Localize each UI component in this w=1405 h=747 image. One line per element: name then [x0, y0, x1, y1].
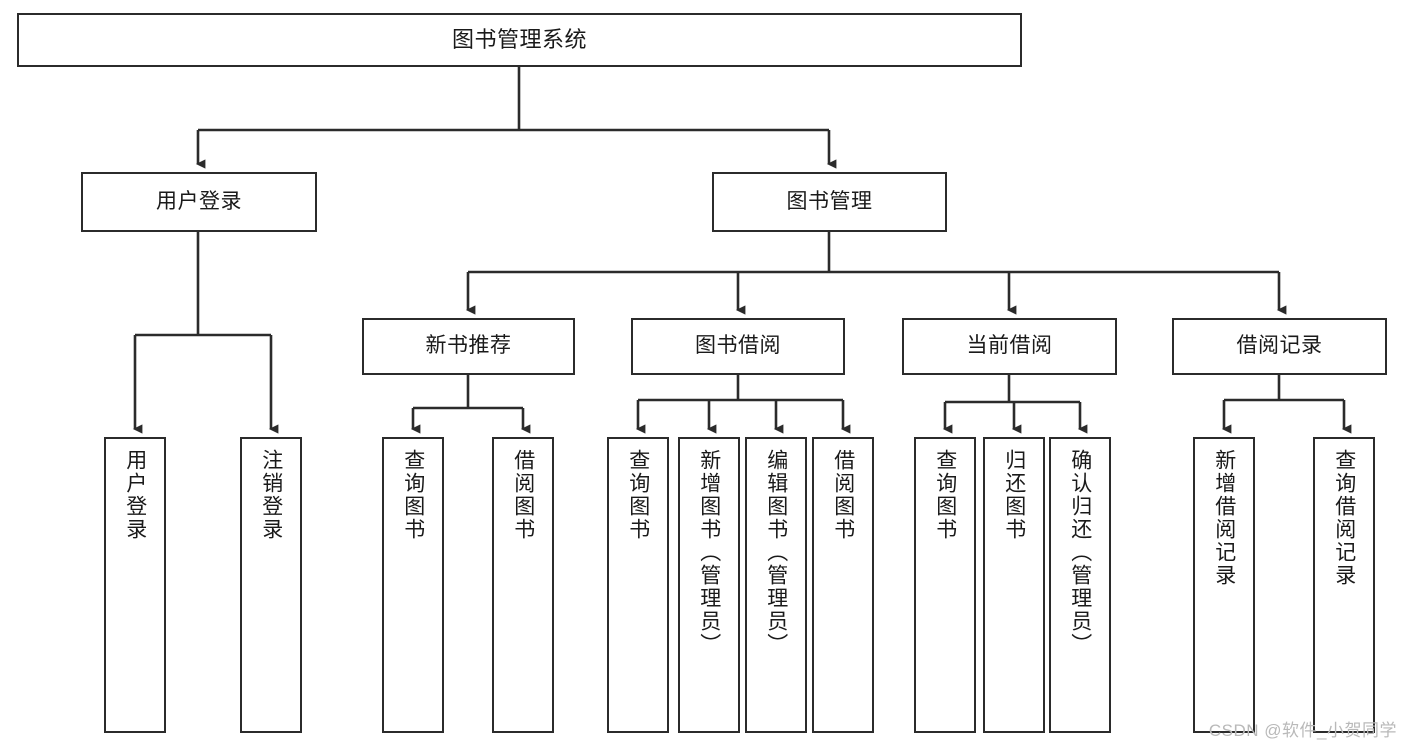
- node-label: 新书推荐: [425, 334, 512, 358]
- node-book-borrow[interactable]: 图书借阅: [631, 318, 845, 375]
- node-label: 借阅图书: [831, 449, 855, 541]
- node-label: 借阅图书: [511, 449, 535, 541]
- leaf-confirm-return-admin[interactable]: 确认归还（管理员）: [1049, 437, 1111, 733]
- leaf-query-book-borrow[interactable]: 查询图书: [607, 437, 669, 733]
- node-borrow-record[interactable]: 借阅记录: [1172, 318, 1387, 375]
- node-label: 查询图书: [401, 449, 425, 541]
- leaf-add-book-admin[interactable]: 新增图书（管理员）: [678, 437, 740, 733]
- leaf-user-login[interactable]: 用户登录: [104, 437, 166, 733]
- leaf-return-book[interactable]: 归还图书: [983, 437, 1045, 733]
- leaf-query-book-recommend[interactable]: 查询图书: [382, 437, 444, 733]
- node-label: 新增图书（管理员）: [697, 449, 721, 656]
- node-label: 查询图书: [933, 449, 957, 541]
- leaf-add-borrow-record[interactable]: 新增借阅记录: [1193, 437, 1255, 733]
- node-current-borrow[interactable]: 当前借阅: [902, 318, 1117, 375]
- node-label: 新增借阅记录: [1212, 449, 1236, 587]
- node-label: 注销登录: [259, 449, 283, 541]
- node-label: 借阅记录: [1236, 334, 1323, 358]
- node-label: 图书管理: [786, 189, 873, 213]
- node-user-login[interactable]: 用户登录: [81, 172, 317, 232]
- node-label: 查询图书: [626, 449, 650, 541]
- node-book-management-system[interactable]: 图书管理系统: [17, 13, 1022, 67]
- node-label: 查询借阅记录: [1332, 449, 1356, 587]
- node-label: 归还图书: [1002, 449, 1026, 541]
- csdn-watermark: CSDN @软件_小贺同学: [1208, 721, 1397, 740]
- leaf-borrow-book[interactable]: 借阅图书: [812, 437, 874, 733]
- node-label: 用户登录: [156, 189, 242, 213]
- node-label: 图书借阅: [695, 334, 781, 358]
- node-book-management[interactable]: 图书管理: [712, 172, 947, 232]
- node-new-book-recommend[interactable]: 新书推荐: [362, 318, 575, 375]
- leaf-query-borrow-record[interactable]: 查询借阅记录: [1313, 437, 1375, 733]
- leaf-borrow-book-recommend[interactable]: 借阅图书: [492, 437, 554, 733]
- leaf-logout[interactable]: 注销登录: [240, 437, 302, 733]
- node-label: 确认归还（管理员）: [1068, 449, 1092, 656]
- leaf-query-book-current[interactable]: 查询图书: [914, 437, 976, 733]
- node-label: 编辑图书（管理员）: [764, 449, 788, 656]
- node-label: 用户登录: [123, 449, 147, 541]
- node-label: 当前借阅: [966, 334, 1053, 358]
- leaf-edit-book-admin[interactable]: 编辑图书（管理员）: [745, 437, 807, 733]
- node-label: 图书管理系统: [451, 27, 587, 53]
